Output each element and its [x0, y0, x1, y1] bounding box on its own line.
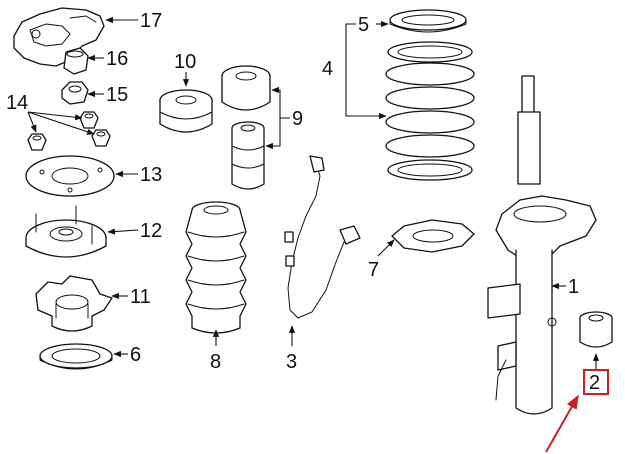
part-10-cap [159, 89, 213, 133]
callout-12: 12 [140, 220, 162, 242]
callout-14: 14 [6, 92, 28, 114]
callout-8: 8 [210, 351, 221, 373]
callout-7: 7 [368, 259, 379, 281]
part-2-bushing [579, 311, 613, 348]
part-16-cap [63, 47, 89, 75]
callout-10: 10 [174, 51, 196, 73]
highlight-callout-2 [545, 369, 609, 453]
part-9-bumper [221, 65, 271, 190]
leader-lines [27, 16, 600, 370]
part-7-isolator [391, 219, 475, 253]
callout-6: 6 [130, 344, 141, 366]
part-4-spring [385, 41, 475, 181]
part-1-strut [487, 75, 597, 415]
part-13-plate [25, 155, 115, 197]
callout-1: 1 [568, 276, 579, 298]
part-17-shield [13, 7, 105, 67]
callout-11: 11 [130, 286, 151, 308]
part-6-bearing [39, 343, 113, 370]
callout-labels: 17 16 15 14 13 12 11 6 10 9 8 3 5 4 7 1 … [6, 10, 600, 394]
callout-3: 3 [286, 351, 297, 373]
part-5-isolator [389, 9, 467, 33]
part-8-boot [185, 201, 247, 334]
part-11-seat [35, 275, 113, 332]
callout-15: 15 [106, 84, 128, 106]
part-15-nut [61, 81, 89, 105]
part-14-nuts [27, 111, 111, 151]
callout-5: 5 [358, 14, 369, 36]
part-3-sensor-wire [284, 155, 361, 319]
callout-2: 2 [589, 372, 600, 394]
callout-13: 13 [140, 164, 162, 186]
highlight-arrow [545, 394, 579, 453]
part-12-mount [25, 205, 107, 258]
callout-16: 16 [106, 48, 128, 70]
callout-9: 9 [292, 108, 303, 130]
callout-4: 4 [322, 58, 333, 80]
highlight-box [583, 369, 609, 395]
callout-17: 17 [140, 10, 162, 32]
